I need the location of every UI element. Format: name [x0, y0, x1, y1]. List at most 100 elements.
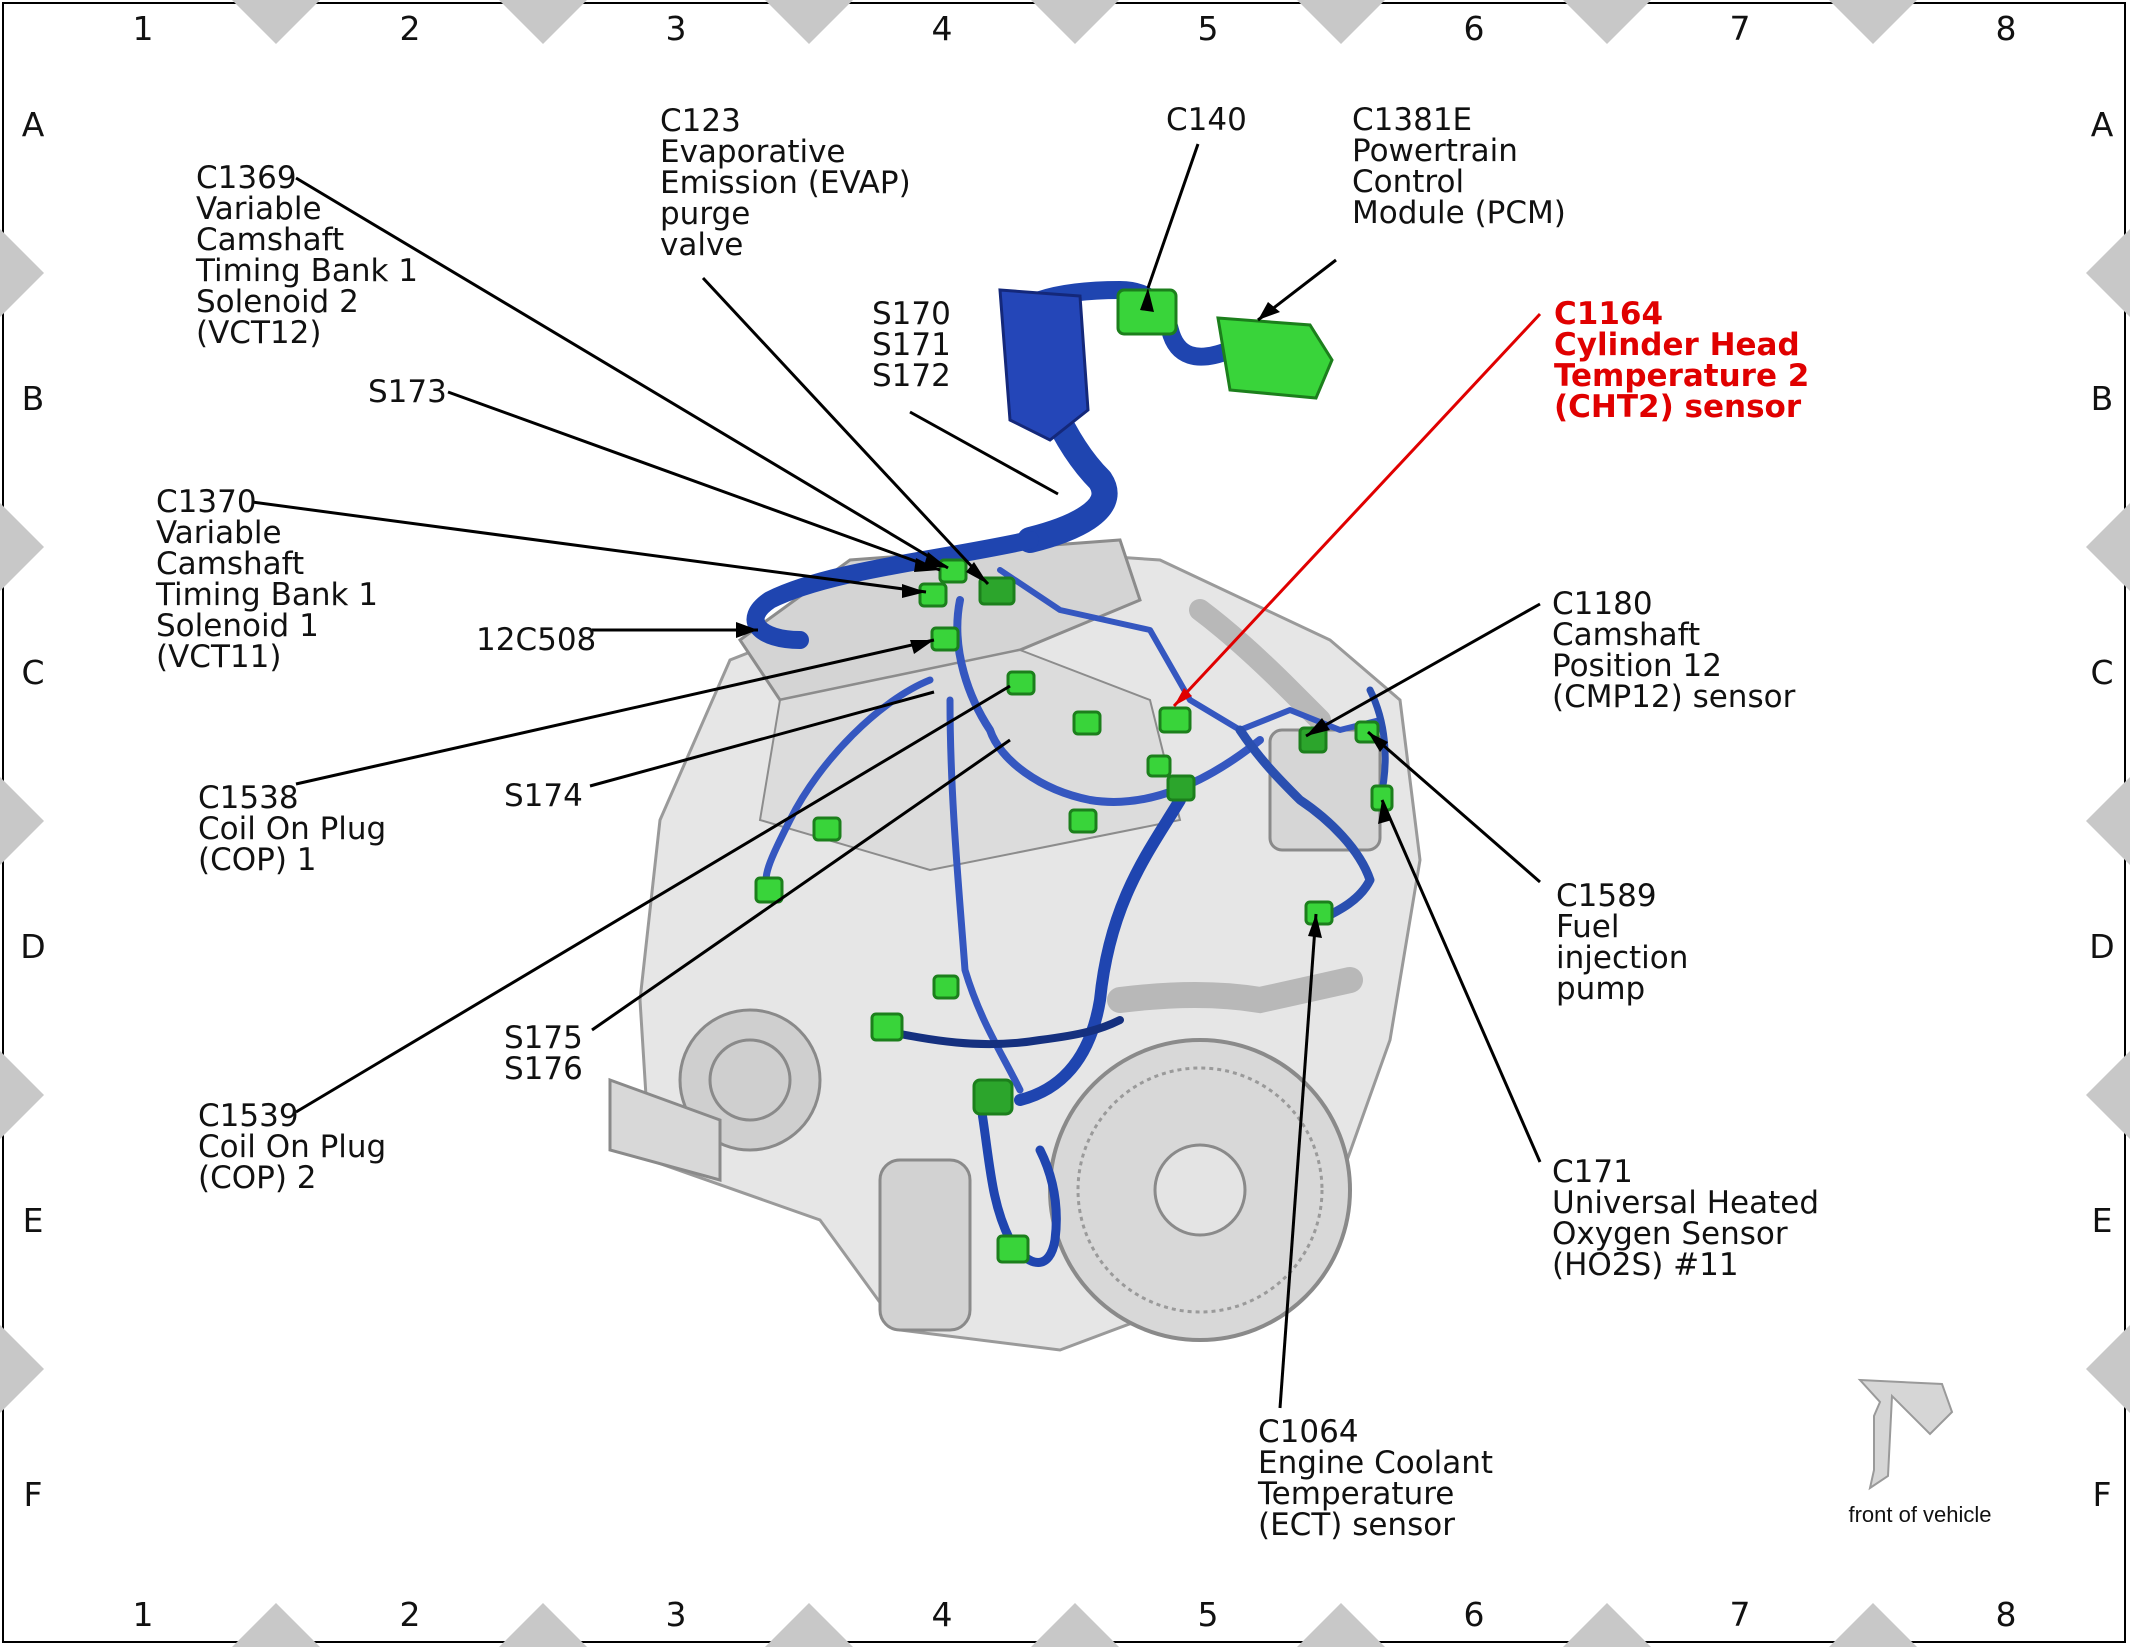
- harness-oil-loop: [975, 1095, 1061, 1267]
- leader-c1369: [295, 176, 949, 570]
- callout-line: Solenoid 1: [156, 608, 319, 644]
- connector-c1539: [1006, 670, 1036, 696]
- leader-c1589: [1367, 730, 1541, 884]
- callout-line: S176: [504, 1051, 583, 1087]
- leader-lines: [251, 143, 1542, 1409]
- grid-divider-marker: [2086, 503, 2130, 591]
- callout-s173: S173: [368, 374, 447, 410]
- harness-bracket: [998, 288, 1090, 442]
- harness-upper-branch: [997, 567, 1383, 733]
- grid-divider-marker: [0, 229, 44, 317]
- grid-divider-marker: [1829, 0, 1917, 44]
- grid-divider-marker: [2086, 1325, 2130, 1413]
- harness-right-branch: [1235, 725, 1375, 925]
- connector-mid: [1068, 808, 1098, 834]
- callout-c1370: C1370 Variable Camshaft Timing Bank 1 So…: [155, 484, 378, 675]
- callout-line: C123: [660, 103, 741, 139]
- callout-line: C1164: [1554, 296, 1663, 332]
- leader-c1539: [295, 684, 1011, 1114]
- callout-line: C1064: [1258, 1414, 1359, 1450]
- arrowhead: [966, 562, 988, 584]
- grid-col-label: 6: [1464, 1595, 1485, 1634]
- leader-c1370: [251, 500, 927, 594]
- connector-left: [812, 816, 842, 842]
- callout-line: pump: [1556, 971, 1645, 1007]
- callout-line: S173: [368, 374, 447, 410]
- callout-c1538: C1538 Coil On Plug (COP) 1: [198, 780, 386, 878]
- callout-line: Position 12: [1552, 648, 1722, 684]
- connector-c1538: [930, 626, 960, 652]
- connector-c1064: [1304, 900, 1334, 926]
- oil-filter: [878, 1158, 972, 1332]
- arrowhead: [1378, 800, 1392, 824]
- grid-row-label: C: [2090, 653, 2113, 692]
- callout-c171: C171 Universal Heated Oxygen Sensor (HO2…: [1552, 1154, 1819, 1283]
- callout-line: C1589: [1556, 878, 1657, 914]
- grid-row-labels-right: A B C D E F: [2089, 105, 2114, 1514]
- grid-col-label: 1: [133, 9, 154, 48]
- front-of-vehicle-label: front of vehicle: [1848, 1502, 1991, 1527]
- callout-line: S175: [504, 1020, 583, 1056]
- callout-line: (VCT11): [156, 639, 281, 675]
- leader-s170: [909, 410, 1059, 496]
- grid-divider-marker: [2086, 777, 2130, 865]
- callout-line: Temperature 2: [1554, 358, 1809, 394]
- grid-row-label: C: [21, 653, 44, 692]
- connector-s173: [938, 558, 968, 584]
- connectors: [754, 288, 1394, 1264]
- grid-col-label: 2: [400, 1595, 421, 1634]
- callout-line: (ECT) sensor: [1258, 1507, 1455, 1543]
- grid-column-labels-bottom: 1 2 3 4 5 6 7 8: [133, 1595, 2017, 1634]
- callout-line: Timing Bank 1: [155, 577, 378, 613]
- arrowhead: [910, 640, 934, 654]
- grid-divider-marker: [1297, 0, 1385, 44]
- connector-c123: [978, 576, 1016, 606]
- callout-line: Variable: [156, 515, 282, 551]
- arrowhead: [1368, 732, 1388, 752]
- grid-divider-marker: [2086, 229, 2130, 317]
- callout-line: C1370: [156, 484, 257, 520]
- grid-divider-marker: [499, 1603, 587, 1647]
- callout-line: Universal Heated: [1552, 1185, 1819, 1221]
- callout-line: Module (PCM): [1352, 195, 1566, 231]
- leader-c140: [1146, 143, 1200, 289]
- callout-line: C1180: [1552, 586, 1653, 622]
- harness-lower-trunk: [1014, 794, 1186, 1106]
- grid-row-label: F: [2093, 1475, 2112, 1514]
- arrowhead: [736, 622, 758, 638]
- grid-divider-marker: [0, 503, 44, 591]
- callout-line: C1381E: [1352, 102, 1472, 138]
- connector-c1164: [1158, 706, 1192, 734]
- leader-s173: [447, 390, 941, 572]
- grid-divider-marker: [1297, 1603, 1385, 1647]
- callout-line: C1538: [198, 780, 299, 816]
- flywheel-teeth: [1076, 1066, 1324, 1314]
- callout-line: S174: [504, 778, 583, 814]
- connector-c140: [1116, 288, 1178, 336]
- grid-row-label: F: [24, 1475, 43, 1514]
- arrowhead: [1306, 718, 1330, 736]
- grid-divider-marker: [232, 0, 320, 44]
- flywheel-hub: [1153, 1143, 1247, 1237]
- callout-line: Fuel: [1556, 909, 1619, 945]
- callout-line: Powertrain: [1352, 133, 1518, 169]
- arrowhead: [1258, 302, 1280, 320]
- grid-row-label: D: [2089, 927, 2114, 966]
- arrowhead: [1140, 288, 1154, 312]
- grid-col-label: 8: [1996, 9, 2017, 48]
- callout-line: Solenoid 2: [196, 284, 359, 320]
- callout-line: 12C508: [476, 622, 596, 658]
- front-arrow-icon: [1857, 1378, 1954, 1491]
- grid-row-labels-left: A B C D E F: [20, 105, 45, 1514]
- grid-col-label: 7: [1730, 1595, 1751, 1634]
- arrowhead: [924, 552, 948, 568]
- grid-row-label: D: [20, 927, 45, 966]
- callout-c1064: C1064 Engine Coolant Temperature (ECT) s…: [1257, 1414, 1493, 1543]
- callout-line: Emission (EVAP): [660, 165, 911, 201]
- callout-line: Variable: [196, 191, 322, 227]
- callout-c1369: C1369 Variable Camshaft Timing Bank 1 So…: [195, 160, 418, 351]
- engine-illustration: [608, 538, 1422, 1352]
- alternator-pulley: [708, 1038, 792, 1122]
- callout-line: S171: [872, 327, 951, 363]
- arrowhead: [914, 558, 940, 572]
